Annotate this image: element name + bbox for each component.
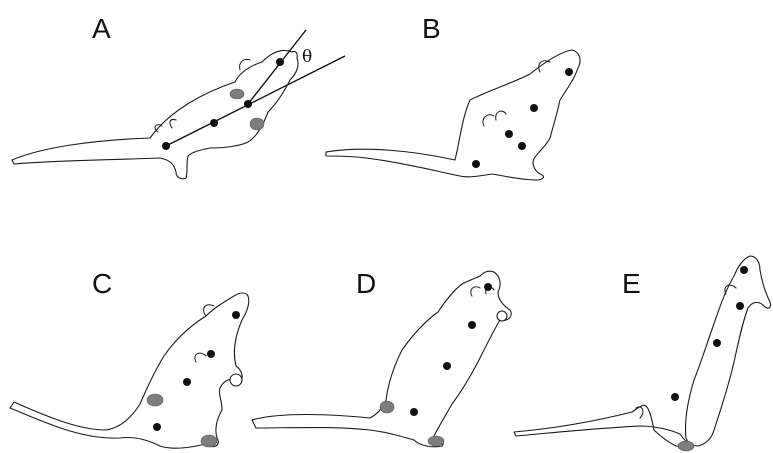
panel-e-marker-tail	[671, 393, 679, 401]
panel-b-label: B	[422, 13, 441, 44]
panel-c-paw-front	[147, 394, 163, 406]
panel-a-marker-shoulder	[244, 100, 252, 108]
panel-e: E	[514, 256, 771, 451]
panel-c-label: C	[92, 268, 112, 299]
panel-a: A θ	[12, 13, 345, 179]
panel-d-rat-body	[252, 271, 511, 447]
panel-a-rat-body	[12, 50, 298, 178]
panel-d: D	[252, 268, 511, 447]
panel-c-marker-head	[232, 311, 240, 319]
panel-d-marker-back	[443, 362, 451, 370]
panel-b-marker-shoulder	[530, 104, 538, 112]
panel-c-marker-shoulder	[207, 350, 215, 358]
panel-b-marker-head	[565, 68, 573, 76]
panel-d-paw-front	[380, 401, 394, 413]
panel-a-marker-tail	[162, 142, 170, 150]
panel-a-label: A	[92, 13, 111, 44]
panel-d-marker-tail	[410, 408, 418, 416]
panel-d-marker-head	[484, 283, 492, 291]
panel-b-rat-body	[326, 50, 580, 180]
panel-c-marker-back	[183, 378, 191, 386]
panel-a-paw-front	[230, 89, 244, 99]
panel-d-label: D	[356, 268, 376, 299]
panel-c-rat-body	[10, 293, 249, 448]
panel-e-rat-body	[514, 256, 771, 447]
panel-a-theta-label: θ	[302, 47, 312, 67]
panel-c: C	[10, 268, 249, 448]
panel-e-marker-shoulder	[736, 302, 744, 310]
panel-e-marker-head	[740, 266, 748, 274]
panel-d-paw-raised	[497, 311, 507, 321]
panel-b-marker-back	[505, 130, 513, 138]
panel-a-marker-head	[276, 58, 284, 66]
panel-b-marker-hip	[518, 142, 526, 150]
panel-c-paw-raised	[230, 374, 242, 386]
panel-c-marker-tail	[153, 423, 161, 431]
panel-a-paw-hind	[250, 118, 264, 130]
panel-c-paw-hind	[201, 435, 217, 447]
panel-a-marker-back	[210, 119, 218, 127]
panel-b-marker-tail	[472, 160, 480, 168]
panel-d-marker-shoulder	[468, 321, 476, 329]
panel-e-paw-hind	[678, 441, 694, 451]
panel-d-paw-hind	[428, 436, 444, 446]
panel-e-label: E	[622, 268, 641, 299]
panel-e-marker-back	[713, 339, 721, 347]
panel-b: B	[326, 13, 580, 180]
